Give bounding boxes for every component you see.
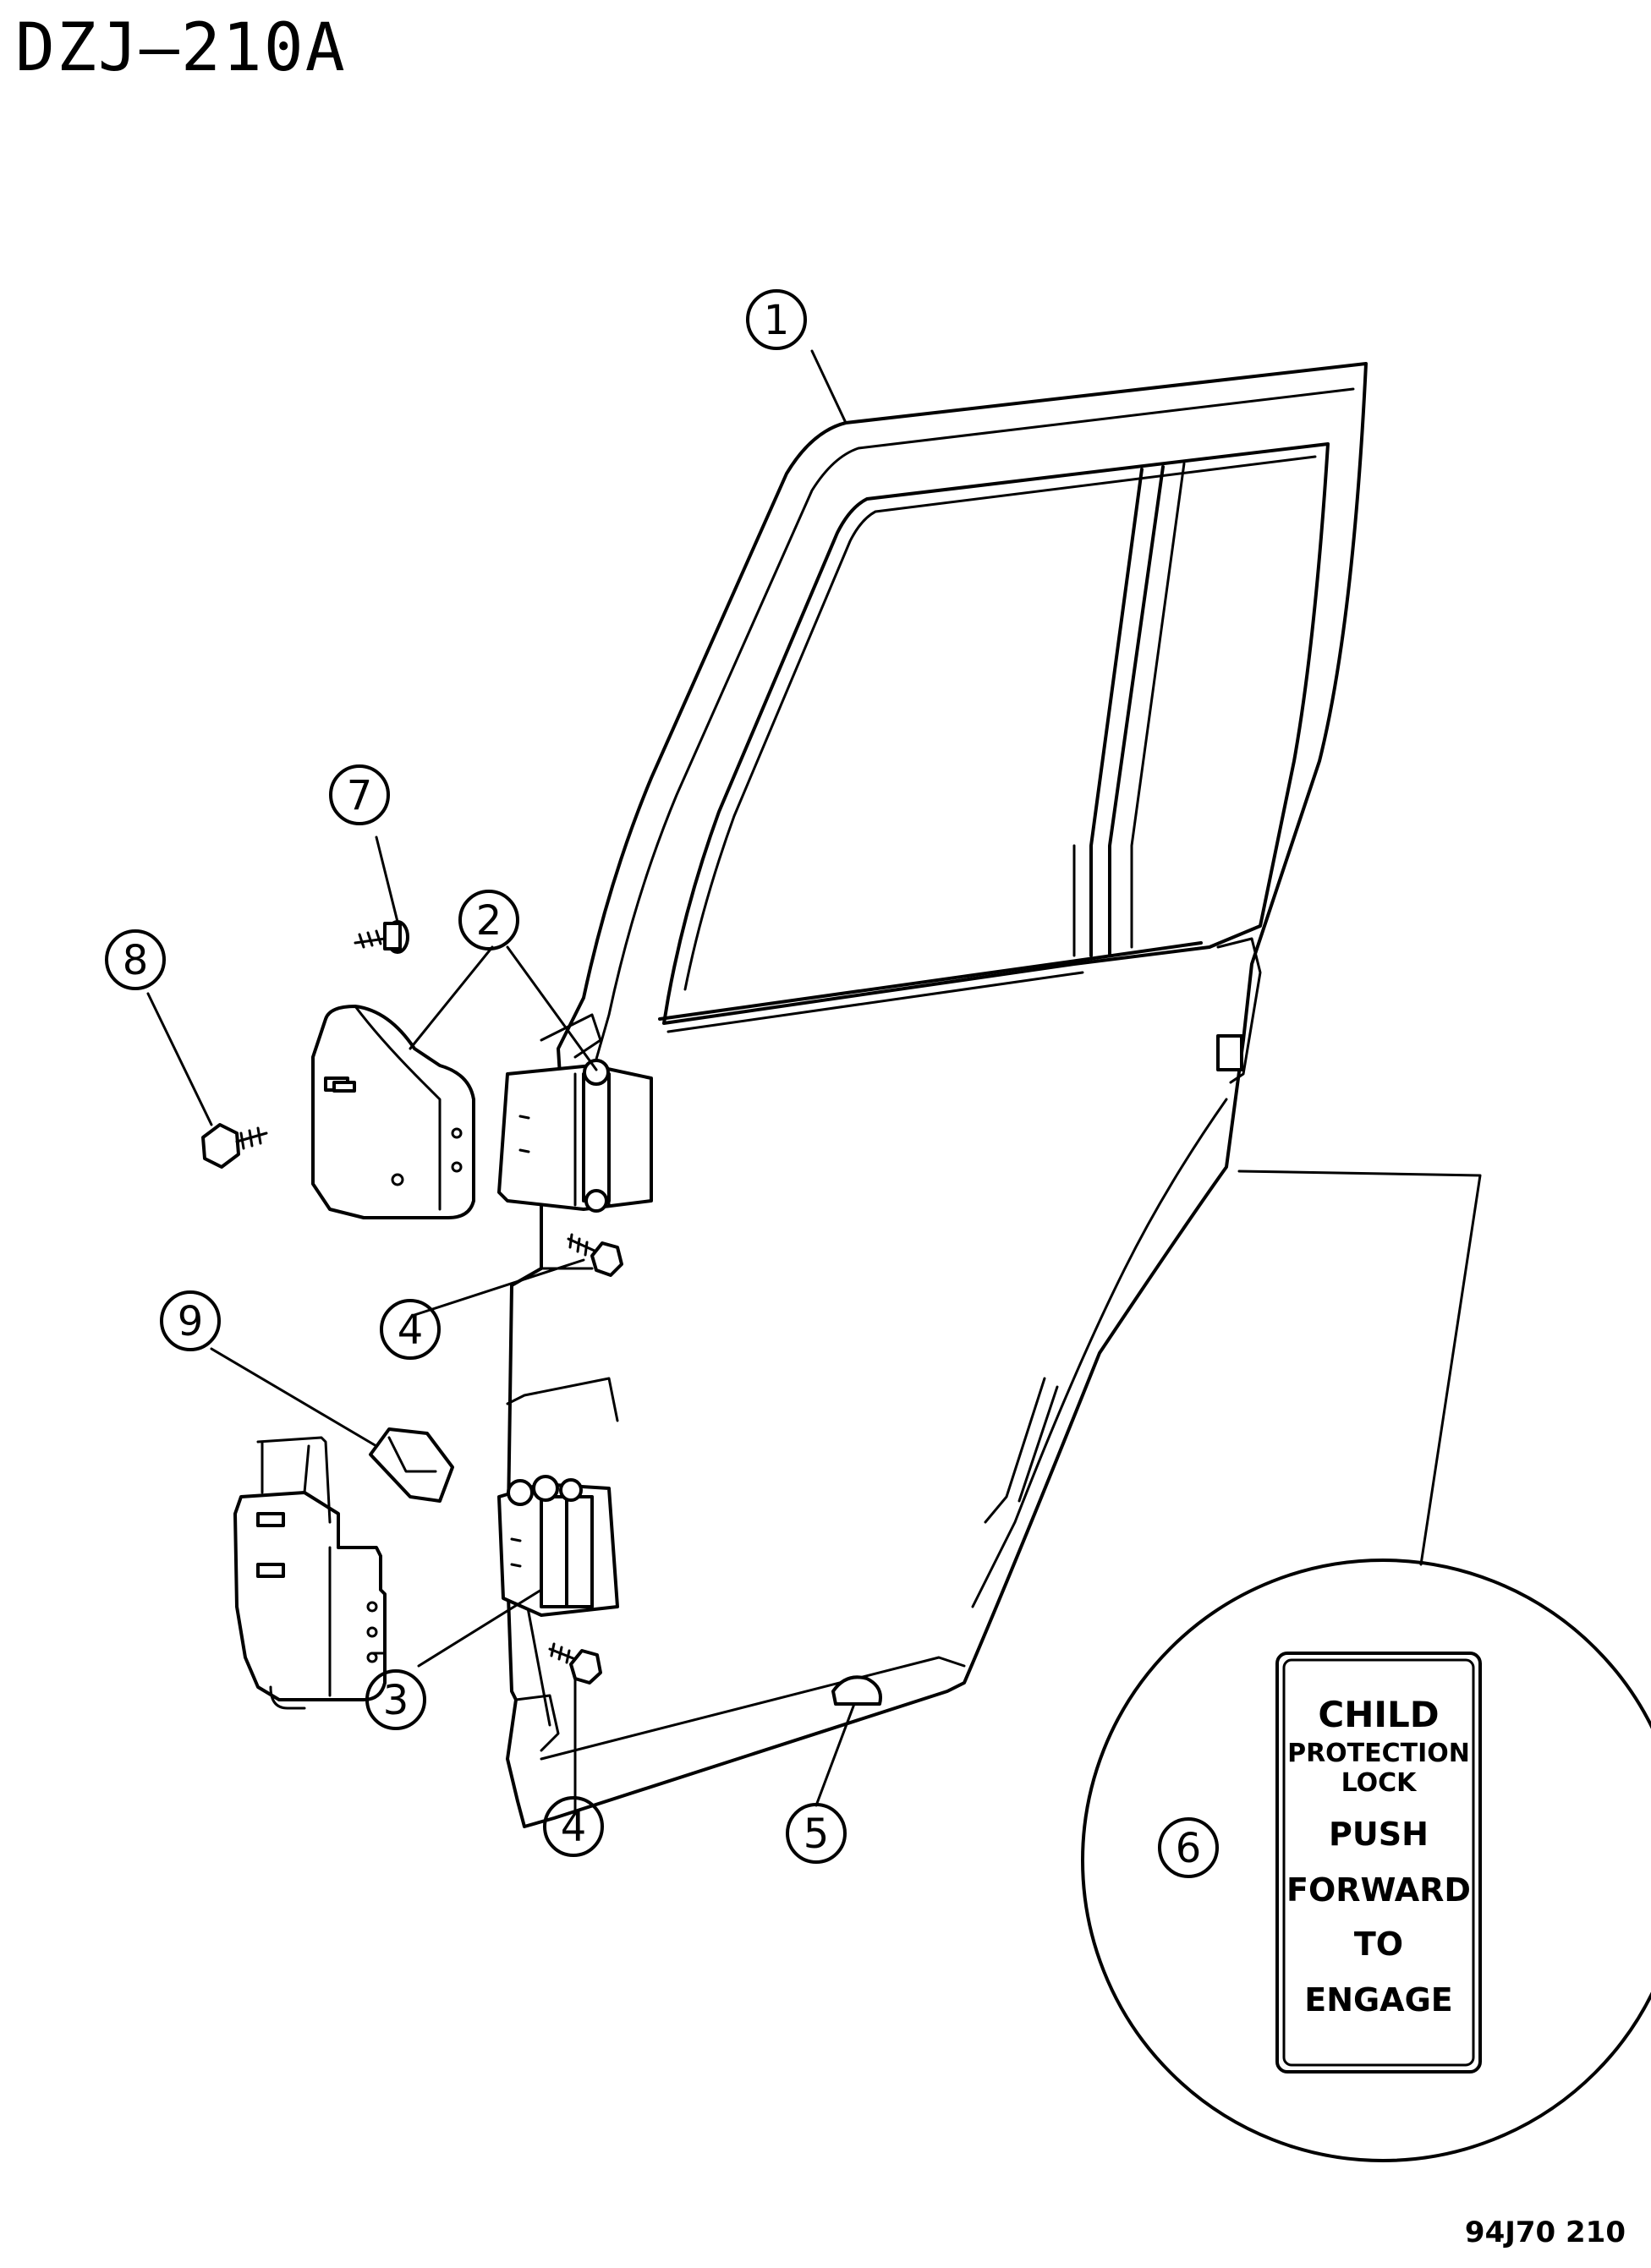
lower-hinge-body-half: [233, 1436, 387, 1710]
upper-hinge-door-half: [497, 1059, 653, 1213]
decal-line-push: PUSH: [1329, 1816, 1429, 1853]
callout-1: 1: [746, 289, 807, 350]
svg-text:8: 8: [123, 937, 149, 984]
decal-line-to: TO: [1354, 1926, 1403, 1963]
callout-2: 2: [458, 890, 519, 950]
decal-line-protection: PROTECTION: [1287, 1739, 1470, 1768]
decal-line-lock: LOCK: [1341, 1768, 1418, 1798]
decal-line-engage: ENGAGE: [1304, 1981, 1453, 2019]
svg-text:6: 6: [1176, 1825, 1202, 1872]
svg-text:2: 2: [476, 897, 502, 945]
spacer-part-9: [369, 1427, 454, 1503]
svg-text:5: 5: [804, 1811, 830, 1858]
door-shell: [506, 362, 1368, 1828]
bolt-part-4-upper: [567, 1233, 623, 1277]
decal-line-child: CHILD: [1318, 1694, 1439, 1735]
figure-code: 94J70 210: [1464, 2216, 1626, 2249]
lower-hinge-door-half: [497, 1475, 619, 1617]
bolt-part-4-lower: [548, 1642, 602, 1685]
upper-hinge-body-half: [311, 1005, 475, 1219]
svg-text:9: 9: [178, 1298, 204, 1345]
callout-8: 8: [105, 929, 166, 990]
callout-5: 5: [786, 1803, 847, 1864]
callout-4-upper: 4: [380, 1299, 441, 1360]
callout-3: 3: [365, 1669, 426, 1730]
svg-text:1: 1: [764, 297, 790, 344]
callout-9: 9: [160, 1290, 221, 1351]
svg-text:4: 4: [561, 1804, 587, 1851]
callout-7: 7: [329, 764, 390, 825]
label-detail-circle: [1081, 1559, 1651, 2162]
callout-6: 6: [1158, 1817, 1219, 1878]
child-lock-decal-text: CHILD PROTECTION LOCK PUSH FORWARD TO EN…: [1286, 1694, 1471, 2019]
svg-text:4: 4: [398, 1307, 424, 1354]
callout-4-lower: 4: [543, 1796, 604, 1857]
bolt-part-8: [201, 1123, 268, 1169]
plug-part-5: [831, 1675, 882, 1706]
svg-text:3: 3: [383, 1677, 409, 1724]
screw-part-7: [354, 920, 409, 954]
svg-text:7: 7: [347, 772, 373, 819]
decal-line-forward: FORWARD: [1286, 1871, 1471, 1909]
diagram-title: DZJ–210A: [15, 10, 347, 86]
leader-lines: [146, 349, 1482, 1811]
